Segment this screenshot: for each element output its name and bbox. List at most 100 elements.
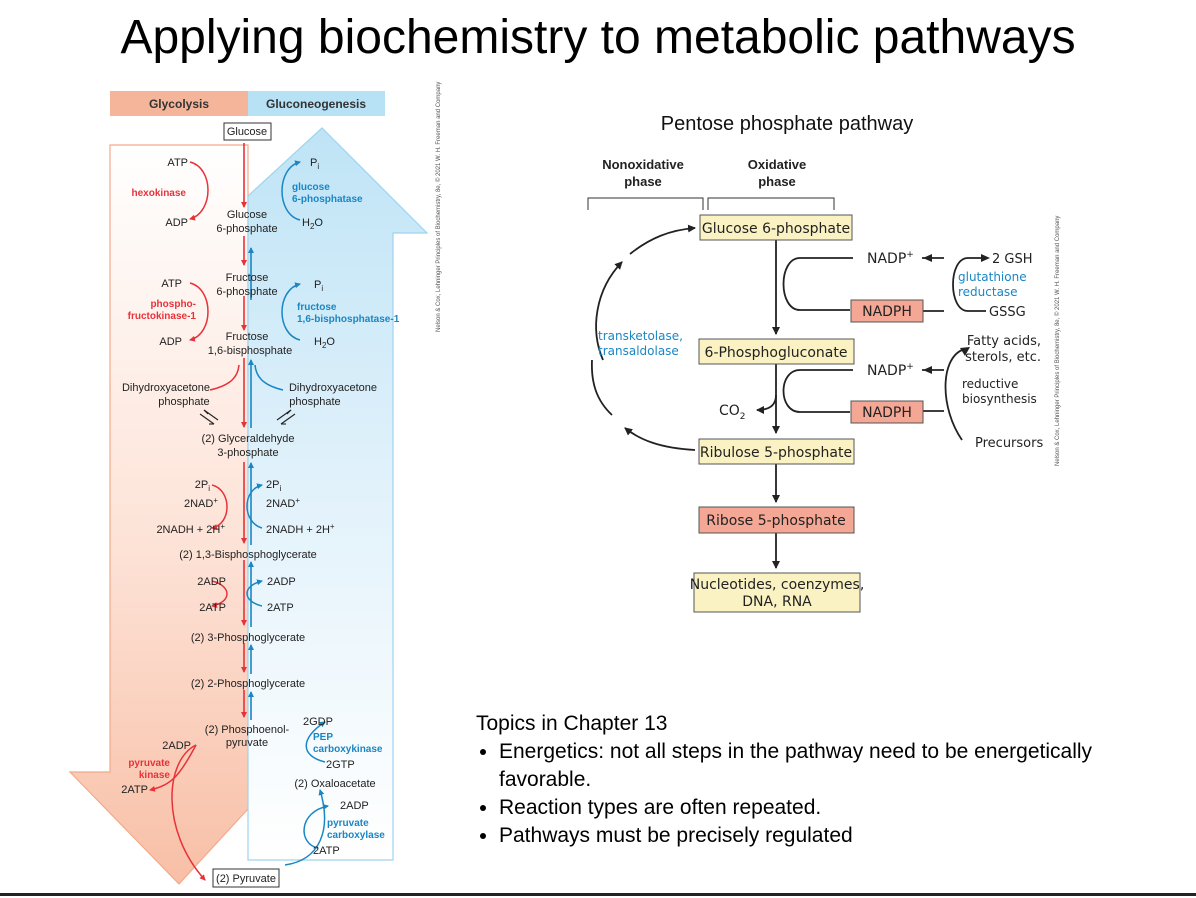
dhap-right-line1: Dihydroxyacetone	[289, 382, 377, 394]
dhap-left-line1: Dihydroxyacetone	[122, 382, 210, 394]
reductive-line2: biosynthesis	[962, 392, 1037, 406]
pgluconate-box	[698, 338, 855, 365]
oxidative-bracket	[707, 197, 835, 210]
r5p-box	[698, 506, 855, 534]
nadp-plus-2: NADP+	[867, 362, 914, 379]
oaa-label: (2) Oxaloacetate	[294, 778, 375, 790]
pgluconate-text: 6-Phosphogluconate	[705, 345, 848, 361]
topics-item: Pathways must be precisely regulated	[499, 822, 1116, 850]
pc-line1: pyruvate	[327, 818, 369, 829]
g6p-line2: 6-phosphate	[216, 223, 277, 235]
fbp-line1: Fructose	[226, 331, 269, 343]
nonoxidative-line2: phase	[624, 174, 662, 189]
nadph-text-2: NADPH	[862, 405, 912, 421]
2nadh-left: 2NADH + 2H+	[156, 522, 225, 536]
g6pase-line2: 6-phosphatase	[292, 194, 363, 205]
2adp-pk: 2ADP	[162, 740, 191, 752]
fatty-line2: sterols, etc.	[965, 350, 1041, 365]
reductive-line1: reductive	[962, 377, 1018, 391]
g6p-line1: Glucose	[227, 209, 267, 221]
nadph-box-1	[850, 299, 924, 323]
pk-line2: kinase	[139, 770, 171, 781]
pep-line1: (2) Phosphoenol-	[205, 724, 290, 736]
adp-hexokinase: ADP	[165, 217, 188, 229]
f6p-line1: Fructose	[226, 272, 269, 284]
pg2-label: (2) 2-Phosphoglycerate	[191, 678, 305, 690]
right-figure-credit: Nelson & Cox, Lehninger Principles of Bi…	[1055, 215, 1061, 466]
pentose-phosphate-figure: Pentose phosphate pathway Nonoxidative p…	[587, 113, 1043, 613]
topics-item: Energetics: not all steps in the pathway…	[499, 738, 1116, 794]
oxidative-line1: Oxidative	[748, 157, 807, 172]
adp-pfk: ADP	[159, 336, 182, 348]
g6p-text: Glucose 6-phosphate	[702, 221, 850, 237]
2nadh-right: 2NADH + 2H+	[266, 522, 335, 536]
ppp-arrowheads	[923, 254, 990, 374]
dhap-equilibrium-arrows	[199, 409, 296, 425]
precursors: Precursors	[975, 436, 1043, 451]
pep-line2: pyruvate	[226, 737, 268, 749]
ppp-title: Pentose phosphate pathway	[661, 113, 913, 135]
topics-list: Energetics: not all steps in the pathway…	[476, 738, 1116, 850]
gluconeogenesis-side-curves	[246, 160, 329, 866]
pi-g6pase: Pi	[310, 157, 319, 171]
pk-line1: pyruvate	[128, 758, 170, 769]
2adp-left: 2ADP	[197, 576, 226, 588]
pfk-line1: phospho-	[150, 299, 196, 310]
2atp-pc: 2ATP	[313, 845, 340, 857]
2adp-right: 2ADP	[267, 576, 296, 588]
glycolysis-figure: Glycolysis Gluconeogenesis	[68, 91, 429, 888]
nonoxidative-bracket	[587, 197, 704, 210]
glycolysis-side-curves	[149, 161, 240, 881]
transket-line1: transketolase,	[598, 329, 683, 343]
bottom-rule	[0, 893, 1196, 896]
gluconeogenesis-header-bg	[248, 91, 385, 116]
dhap-right-line2: phosphate	[289, 396, 340, 408]
ru5p-box	[698, 438, 855, 465]
g3p-line1: (2) Glyceraldehyde	[202, 433, 295, 445]
fbpase-line2: 1,6-bisphosphatase-1	[297, 314, 400, 325]
atp-pfk: ATP	[161, 278, 182, 290]
pyruvate-label: (2) Pyruvate	[216, 873, 276, 885]
2atp-left: 2ATP	[199, 602, 226, 614]
gluconeogenesis-header: Gluconeogenesis	[266, 97, 366, 111]
2pi-left: 2Pi	[195, 479, 210, 493]
2adp-pc: 2ADP	[340, 800, 369, 812]
nucleo-line2: DNA, RNA	[742, 594, 812, 610]
glucose-label: Glucose	[227, 126, 267, 138]
nucleotides-box	[693, 572, 861, 613]
glycolysis-labels: ATP hexokinase ADP Glucose 6-phosphate P…	[121, 157, 399, 857]
r5p-text: Ribose 5-phosphate	[706, 513, 845, 529]
2pi-right: 2Pi	[266, 479, 281, 493]
fatty-line1: Fatty acids,	[967, 334, 1041, 349]
pc-line2: carboxylase	[327, 830, 385, 841]
atp-hexokinase: ATP	[167, 157, 188, 169]
pepck-line1: PEP	[313, 732, 333, 743]
ru5p-text: Ribulose 5-phosphate	[700, 445, 852, 461]
nucleo-line1: Nucleotides, coenzymes,	[690, 577, 865, 593]
pi-fbpase: Pi	[314, 279, 323, 293]
gluconeogenesis-big-arrow	[247, 127, 429, 861]
g6p-box	[699, 214, 853, 241]
2gtp: 2GTP	[326, 759, 355, 771]
2nad-left: 2NAD+	[184, 496, 218, 510]
fbpase-line1: fructose	[297, 302, 337, 313]
2atp-right: 2ATP	[267, 602, 294, 614]
2atp-pk: 2ATP	[121, 784, 148, 796]
gssg: GSSG	[989, 305, 1026, 320]
topics-block: Topics in Chapter 13 Energetics: not all…	[476, 710, 1116, 850]
pfk-line2: fructokinase-1	[128, 311, 197, 322]
2nad-right: 2NAD+	[266, 496, 300, 510]
topics-item: Reaction types are often repeated.	[499, 794, 1116, 822]
bpg-label: (2) 1,3-Bisphosphoglycerate	[179, 549, 317, 561]
pyruvate-box	[212, 868, 280, 888]
hexokinase-enzyme: hexokinase	[132, 188, 187, 199]
glycolysis-header-bg	[110, 91, 248, 116]
fbp-line2: 1,6-bisphosphate	[208, 345, 292, 357]
two-gsh: 2 GSH	[992, 252, 1033, 267]
pepck-line2: carboxykinase	[313, 744, 383, 755]
nadp-plus-1: NADP+	[867, 250, 914, 267]
ppp-main-arrows	[591, 224, 986, 569]
g3p-line2: 3-phosphate	[217, 447, 278, 459]
g6pase-line1: glucose	[292, 182, 330, 193]
